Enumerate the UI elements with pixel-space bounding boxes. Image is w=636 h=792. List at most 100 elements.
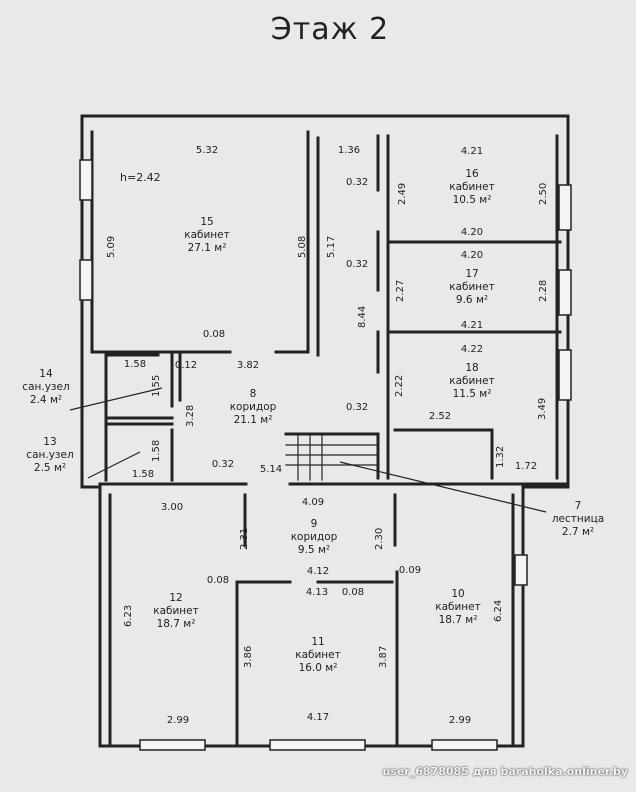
room-15: 15 кабинет 27.1 м² [184, 216, 230, 255]
window [558, 184, 572, 231]
room-name: сан.узел [26, 449, 74, 462]
dimension-label: 5.17 [326, 235, 337, 258]
room-18: 18 кабинет 11.5 м² [449, 362, 495, 401]
dimension-label: 4.09 [301, 497, 325, 508]
window [269, 739, 366, 751]
dimension-label: 2.49 [397, 182, 408, 205]
stair-steps [285, 433, 379, 481]
window [79, 259, 93, 301]
room-name: кабинет [449, 281, 495, 294]
dimension-label: 3.86 [243, 645, 254, 668]
room-9: 9 коридор 9.5 м² [291, 518, 338, 557]
room-name: кабинет [435, 601, 481, 614]
room-number: 14 [39, 368, 53, 380]
dimension-label: 1.55 [151, 374, 162, 397]
room-14-label: 14 сан.узел 2.4 м² [22, 368, 69, 407]
dimension-label: 6.24 [493, 599, 504, 622]
dimension-label: 1.58 [151, 439, 162, 462]
room-11: 11 кабинет 16.0 м² [295, 636, 341, 675]
dimension-label: 2.30 [374, 527, 385, 550]
wall-closet [393, 428, 494, 480]
room-area: 10.5 м² [452, 194, 492, 207]
dimension-label: 0.08 [341, 587, 365, 598]
room-number: 9 [310, 518, 318, 530]
room-number: 10 [451, 588, 465, 600]
page-title: Этаж 2 [270, 12, 390, 47]
room-number: 18 [465, 362, 479, 374]
dimension-label: 4.21 [460, 320, 484, 331]
window [79, 159, 93, 201]
dimension-label: 0.32 [346, 402, 369, 413]
dimension-label: 1.72 [514, 461, 538, 472]
dimension-label: 0.08 [202, 329, 226, 340]
wall-room15 [90, 130, 310, 354]
dimension-label: 5.08 [297, 235, 308, 258]
room-17: 17 кабинет 9.6 м² [449, 268, 495, 307]
window [558, 349, 572, 401]
dimension-label: 2.99 [448, 715, 472, 726]
dimension-label: 2.27 [395, 279, 406, 302]
dimension-label: 3.87 [378, 645, 389, 668]
room-area: 2.4 м² [29, 394, 63, 407]
room-name: кабинет [184, 229, 230, 242]
room-13-label: 13 сан.узел 2.5 м² [26, 436, 73, 475]
room-area: 27.1 м² [187, 242, 227, 255]
dimension-label: 5.14 [259, 464, 283, 475]
room-name: сан.узел [22, 381, 70, 394]
room-area: 11.5 м² [452, 388, 492, 401]
room-number: 8 [249, 388, 257, 400]
window [431, 739, 498, 751]
dimension-label: 0.32 [211, 459, 235, 470]
room-area: 18.7 м² [438, 614, 478, 627]
room-area: 2.5 м² [33, 462, 67, 475]
room-name: лестница [551, 513, 605, 526]
dimension-label: 4.21 [460, 146, 484, 157]
watermark: user_6878085 для baraholka.onliner.by [382, 765, 628, 778]
wall-right-block [376, 134, 562, 480]
dimension-label: 5.09 [106, 235, 117, 258]
dimension-label: 2.22 [394, 374, 405, 397]
window [514, 554, 528, 586]
dimension-label: 0.12 [174, 360, 198, 371]
dimension-label: 2.52 [428, 411, 452, 422]
room-name: кабинет [295, 649, 341, 662]
dimension-label: 8.44 [357, 305, 368, 328]
dimension-label: 0.32 [346, 259, 369, 270]
room-name: коридор [229, 401, 277, 414]
room-16: 16 кабинет 10.5 м² [449, 168, 495, 207]
room-7-label: 7 лестница 2.7 м² [552, 500, 604, 539]
dimension-label: 5.32 [195, 145, 219, 156]
dimension-label: 1.58 [131, 469, 155, 480]
leader-line-7 [339, 461, 547, 513]
room-12: 12 кабинет 18.7 м² [153, 592, 199, 631]
dimension-label: 2.99 [166, 715, 190, 726]
room-number: 12 [169, 592, 183, 604]
dimension-label: 4.22 [460, 344, 484, 355]
room-8: 8 коридор 21.1 м² [230, 388, 277, 427]
room-area: 21.1 м² [233, 414, 273, 427]
room-area: 18.7 м² [156, 618, 196, 631]
window [558, 269, 572, 316]
room-area: 16.0 м² [298, 662, 338, 675]
room-name: коридор [290, 531, 338, 544]
room-number: 15 [200, 216, 214, 228]
room-number: 11 [311, 636, 325, 648]
dimension-label: 4.20 [460, 227, 484, 238]
dimension-label: 3.49 [537, 397, 548, 420]
room-area: 2.7 м² [561, 526, 595, 539]
wall-lower-rooms [108, 493, 515, 748]
room-number: 17 [465, 268, 479, 280]
dimension-label: 4.12 [306, 566, 330, 577]
dimension-label: 3.00 [160, 502, 184, 513]
outer-wall [80, 114, 570, 748]
dimension-label: 1.58 [123, 359, 147, 370]
dimension-label: 4.13 [305, 587, 329, 598]
ceiling-height: h=2.42 [120, 171, 161, 184]
dimension-label: 1.32 [495, 445, 506, 468]
leader-line-13 [87, 451, 141, 479]
dimension-label: 2.31 [239, 527, 250, 550]
wall-sanuzel [104, 353, 182, 482]
room-area: 9.6 м² [455, 294, 489, 307]
dimension-label: 0.09 [398, 565, 422, 576]
